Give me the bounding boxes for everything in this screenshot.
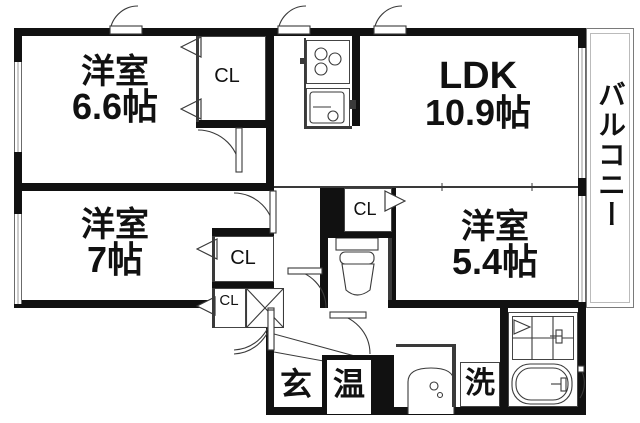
door-exterior-top-1[interactable] [108,4,143,36]
room-size: 5.4帖 [451,241,539,282]
wall-bottom-block-left [266,300,274,415]
sink-faucet-icon [350,100,356,109]
closet-bedroom-66-back [196,120,266,128]
wall-bath-left [500,308,508,415]
door-bedroom-7[interactable] [232,190,277,235]
stove-burners-icon [308,42,348,82]
sliding-door-hall[interactable] [246,288,284,328]
room-label-bedroom-54: 洋室 5.4帖 [420,210,570,280]
room-size: 6.6帖 [71,86,159,127]
window-bedroom-66 [14,62,22,152]
washer-label: 洗 [465,367,495,400]
balcony-label: バルコニー [595,80,626,230]
door-front-entrance[interactable] [230,309,275,356]
sink-basin-icon [309,91,347,125]
stove [306,40,350,84]
kitchen-counter-edge [304,126,352,129]
wall-hall-right [388,188,396,308]
door-corridor[interactable] [329,311,372,356]
sliding-door-ldk-balcony[interactable] [578,48,586,178]
closet-toilet [344,188,392,232]
closet-hall-large [212,236,274,282]
wall-exterior-left [14,28,22,308]
sliding-door-bedroom54-balcony[interactable] [578,196,586,302]
window-bedroom-7 [14,214,22,304]
closet-label-hall-small: CL [219,292,239,309]
room-size: 7帖 [86,239,144,280]
room-name: 洋室 [81,206,149,244]
stove-knob-icon [300,58,305,64]
closet-bedroom-66 [196,36,266,128]
door-bedroom-66[interactable] [196,127,243,174]
room-label-ldk: LDK 10.9帖 [398,57,558,131]
closet-hall-large-top [212,228,274,236]
closet-label-toilet: CL [353,199,377,219]
closet-track-hall-small [212,288,215,328]
door-toilet[interactable] [287,267,328,310]
closet-door-hall-small[interactable] [196,296,216,316]
wall-corridor-bottom [396,344,454,347]
room-name: 洋室 [461,208,529,246]
wall-se-bedroom-bottom [388,300,586,308]
wall-kitchen-right [352,36,360,126]
wall-toilet-left [320,188,328,308]
toilet-icon [330,238,386,300]
door-exterior-top-3[interactable] [372,4,407,36]
closet-label-bedroom-66: CL [214,65,240,87]
door-bathroom[interactable] [577,365,610,400]
closet-hall-large-bottom [212,282,274,288]
room-name: LDK [438,55,518,97]
balcony-outline-inner [590,33,630,303]
sliding-partition-ldk[interactable] [396,182,578,192]
closet-door-track-66 [196,36,199,122]
bathtub-icon [511,362,575,406]
entrance-label: 玄 [279,366,312,402]
water-heater-label: 温 [332,366,365,402]
closet-door-toilet[interactable] [384,190,406,212]
wall-exterior-bottom-left [14,300,274,308]
room-size: 10.9帖 [424,92,532,133]
room-label-bedroom-7: 洋室 7帖 [40,208,190,278]
water-heater-box [326,359,372,415]
door-exterior-top-2[interactable] [276,4,311,36]
shower-icon [512,316,574,360]
wash-basin-icon [404,366,458,414]
closet-track-hall-large [212,236,215,282]
wall-toilet-stub [328,188,344,234]
wall-bottom-block-right [578,308,586,415]
wall-wet-area-divider [452,344,456,407]
room-name: 洋室 [81,53,149,91]
wall-interior-mid-left [14,183,274,191]
closet-hall-small [212,288,246,328]
kitchen-left-edge [304,38,306,128]
wall-toilet-right [388,238,392,300]
closet-toilet-bottom [328,232,392,238]
closet-label-hall-large: CL [230,247,256,269]
washer-space [460,362,500,407]
room-label-bedroom-66: 洋室 6.6帖 [40,55,190,125]
wall-bedroom66-right [266,28,274,191]
